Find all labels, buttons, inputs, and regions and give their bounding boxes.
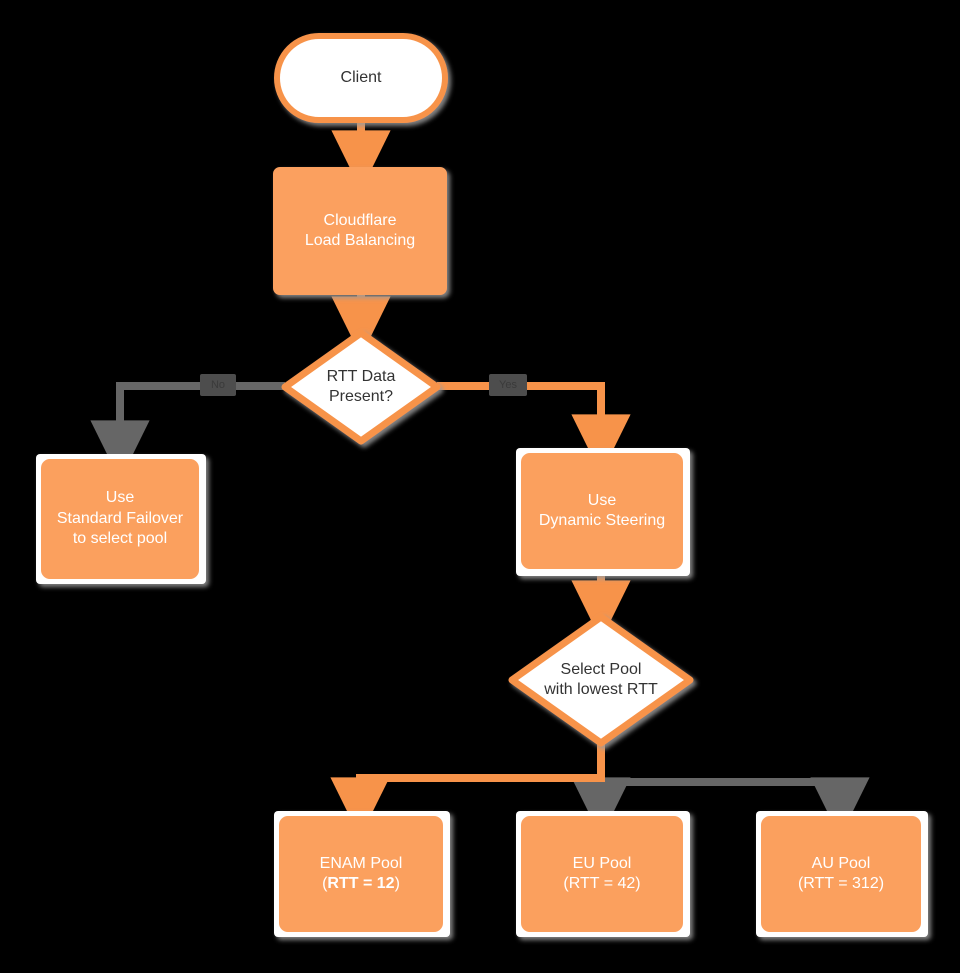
edge-select-pool-to-enam bbox=[330, 743, 605, 838]
edge-label-no: No bbox=[200, 374, 236, 396]
select-pool-lowest-rtt-decision-shape[interactable] bbox=[508, 613, 694, 747]
edge-select-pool-to-au bbox=[597, 743, 870, 838]
au-pool-node-shape[interactable] bbox=[761, 816, 921, 932]
cloudflare-load-balancing-node-shape[interactable] bbox=[273, 167, 447, 295]
nodes-layer bbox=[36, 33, 928, 937]
enam-pool-node-shape[interactable] bbox=[279, 816, 443, 932]
edge-label-yes: Yes bbox=[489, 374, 527, 396]
rtt-data-present-decision-shape[interactable] bbox=[281, 329, 441, 445]
standard-failover-node-shape[interactable] bbox=[41, 459, 199, 579]
edges-layer bbox=[90, 120, 870, 838]
eu-pool-node-shape[interactable] bbox=[521, 816, 683, 932]
client-node-shape[interactable] bbox=[274, 33, 448, 123]
dynamic-steering-node-shape[interactable] bbox=[521, 453, 683, 569]
